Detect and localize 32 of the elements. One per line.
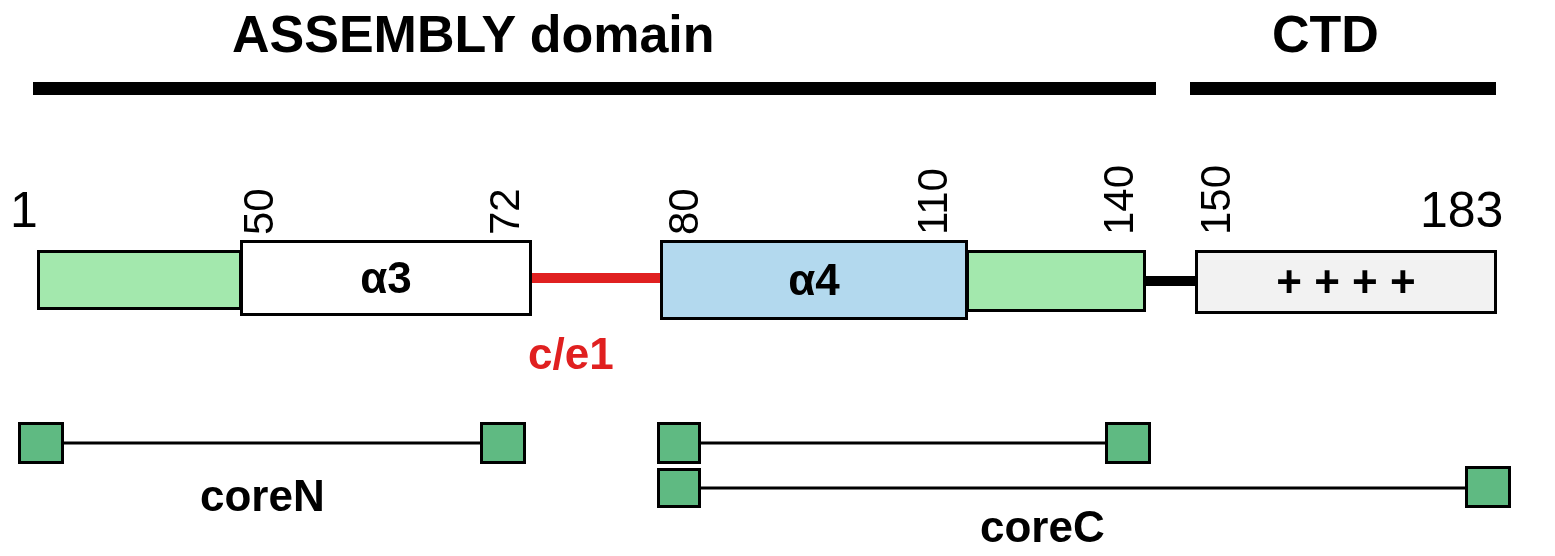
domain-title: CTD [1272,8,1379,60]
residue-number: 183 [1420,185,1504,235]
residue-number: 80 [663,188,705,235]
terminus-square [657,422,701,464]
charged-region-box [1195,250,1497,314]
terminus-square [18,422,64,464]
charge-signs: + + + + [1276,260,1416,304]
residue-number: 110 [912,168,954,235]
construct-line [64,441,480,445]
domain-title: ASSEMBLY domain [232,8,715,60]
domain-segment [966,250,1146,312]
residue-number: 150 [1195,164,1237,235]
construct-label: coreC [980,505,1105,549]
construct-label: coreN [200,474,325,518]
construct-line [701,486,1465,490]
helix-label: α4 [788,258,840,302]
helix-label: α3 [360,256,412,300]
construct-line [701,441,1105,445]
linker-line [532,273,660,283]
residue-number: 1 [10,185,38,235]
helix-box [660,240,968,320]
domain-segment [37,250,242,310]
terminus-square [1105,422,1151,464]
residue-number: 50 [238,188,280,235]
linker-line [1146,276,1195,286]
helix-box [240,240,532,316]
terminus-square [1465,466,1511,508]
terminus-square [480,422,526,464]
residue-number: 140 [1098,164,1140,235]
edge-label: c/e1 [528,332,614,376]
terminus-square [657,468,701,508]
residue-number: 72 [484,188,526,235]
